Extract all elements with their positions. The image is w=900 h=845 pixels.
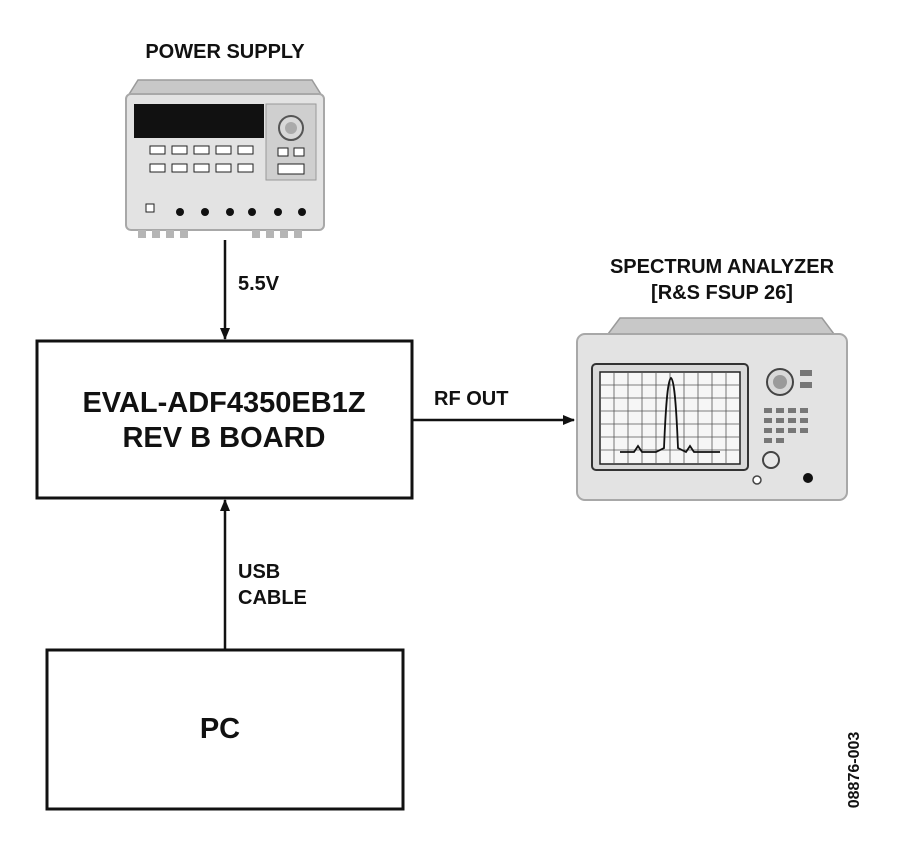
power-supply-icon [125, 79, 325, 238]
power-supply-label: POWER SUPPLY [145, 41, 305, 63]
spectrum-analyzer-model: [R&S FSUP 26] [651, 282, 793, 304]
eval-board-title: EVAL-ADF4350EB1Z [82, 387, 365, 419]
usb-cable-label-line1: USB [238, 561, 280, 583]
rf-out-label: RF OUT [434, 388, 508, 410]
spectrum-analyzer-icon [576, 317, 848, 501]
eval-board-box [35, 339, 414, 500]
pc-box [45, 648, 405, 811]
supply-voltage-label: 5.5V [238, 273, 280, 295]
spectrum-analyzer-label: SPECTRUM ANALYZER [610, 256, 835, 278]
figure-id: 08876-003 [846, 732, 863, 809]
eval-board-revision: REV B BOARD [122, 422, 325, 454]
usb-cable-label-line2: CABLE [238, 587, 307, 609]
pc-label: PC [200, 713, 240, 745]
